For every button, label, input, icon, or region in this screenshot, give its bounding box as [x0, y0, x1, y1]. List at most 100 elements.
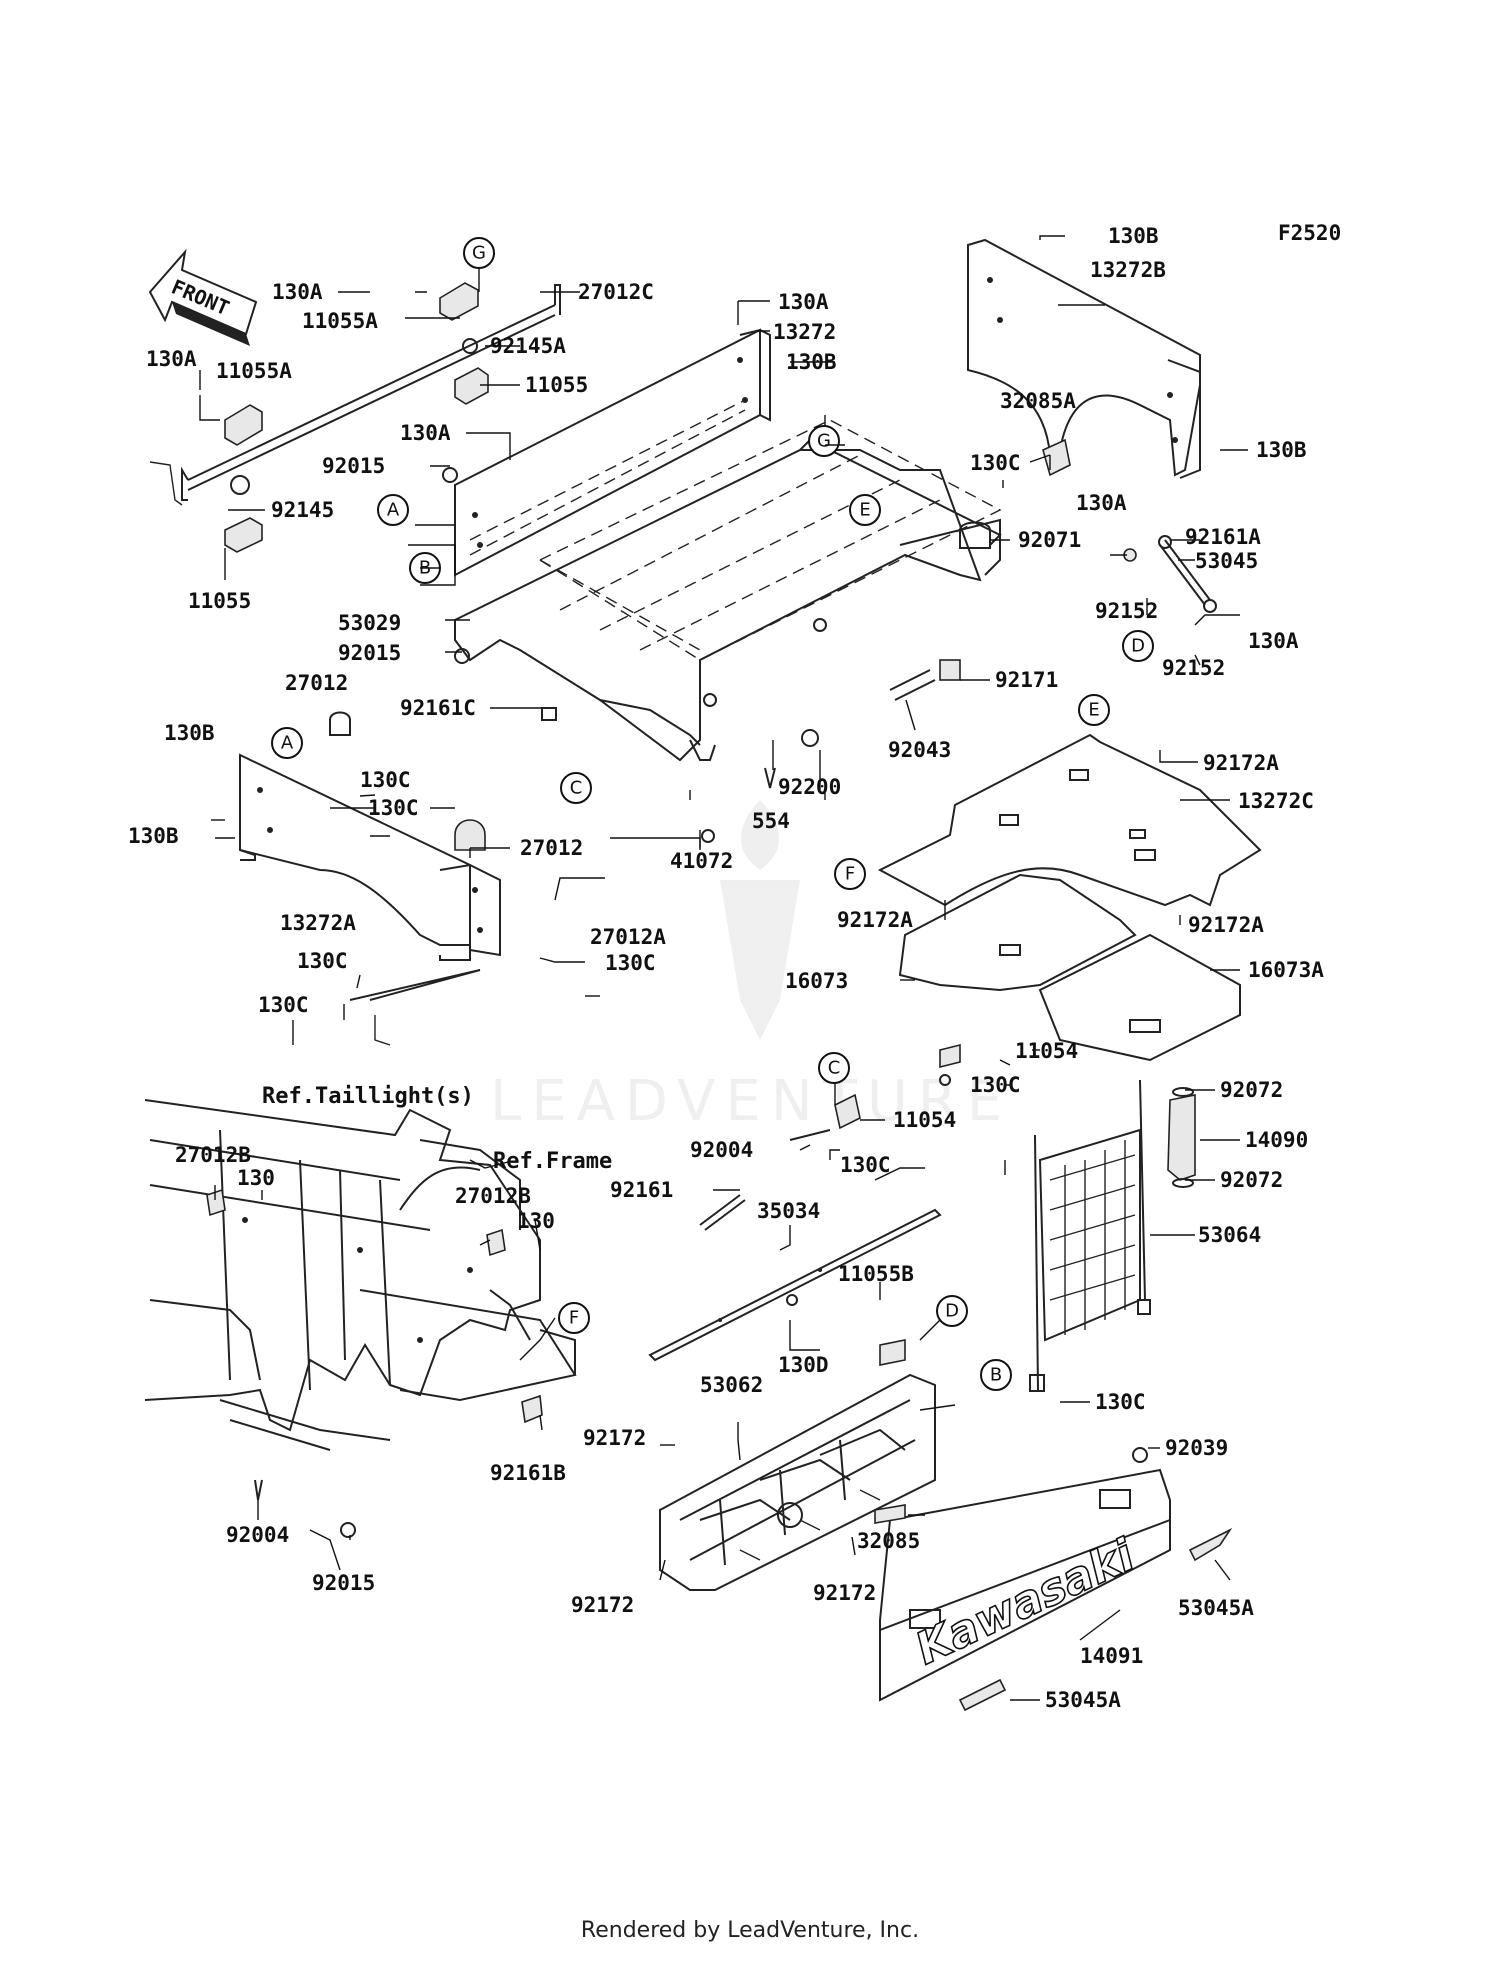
callout-d-right: D: [1122, 630, 1154, 662]
label-130A: 130A: [778, 290, 829, 314]
callout-d-lower: D: [936, 1295, 968, 1327]
svg-text:B: B: [990, 1365, 1002, 1386]
label-13272B: 13272B: [1090, 258, 1166, 282]
label-130A: 130A: [272, 280, 323, 304]
label-53045A: 53045A: [1045, 1688, 1121, 1712]
label-92004: 92004: [226, 1523, 289, 1547]
label-11055B: 11055B: [838, 1262, 914, 1286]
label-53029: 53029: [338, 611, 401, 635]
label-130C: 130C: [970, 1073, 1021, 1097]
label-130: 130: [517, 1209, 555, 1233]
callout-c-lower: C: [818, 1052, 850, 1084]
fasteners-lower: [699, 1043, 1233, 1712]
label-11054: 11054: [893, 1108, 956, 1132]
label-27012: 27012: [520, 836, 583, 860]
label-92015: 92015: [322, 454, 385, 478]
label-27012C: 27012C: [578, 280, 654, 304]
label-130B: 130B: [1256, 438, 1307, 462]
label-27012B: 27012B: [175, 1143, 251, 1167]
label-92172: 92172: [813, 1581, 876, 1605]
top-rail-35034: [648, 1208, 942, 1362]
label-130C: 130C: [360, 768, 411, 792]
label-92161: 92161: [610, 1178, 673, 1202]
label-53045A: 53045A: [1178, 1596, 1254, 1620]
svg-text:D: D: [1131, 636, 1145, 657]
label-14091: 14091: [1080, 1644, 1143, 1668]
callout-g-mid: G: [808, 425, 840, 457]
label-92145: 92145: [271, 498, 334, 522]
front-arrow-icon: FRONT: [148, 248, 258, 346]
callout-a-top: A: [377, 494, 409, 526]
label-92172A: 92172A: [837, 908, 913, 932]
label-130B: 130B: [786, 350, 837, 374]
callout-e-top: E: [849, 494, 881, 526]
callout-e-right: E: [1078, 694, 1110, 726]
label-13272A: 13272A: [280, 911, 356, 935]
label-11055A: 11055A: [302, 309, 378, 333]
callout-c-mid: C: [560, 772, 592, 804]
label-11055A: 11055A: [216, 359, 292, 383]
label-130C: 130C: [605, 951, 656, 975]
label-92171: 92171: [995, 668, 1058, 692]
label-16073: 16073: [785, 969, 848, 993]
svg-text:F: F: [569, 1308, 579, 1329]
label-92161C: 92161C: [400, 696, 476, 720]
label-11055: 11055: [525, 373, 588, 397]
label-92172A: 92172A: [1203, 751, 1279, 775]
label-92015: 92015: [312, 1571, 375, 1595]
ref-frame: Ref.Frame: [493, 1149, 612, 1174]
label-130A: 130A: [146, 347, 197, 371]
label-11054: 11054: [1015, 1039, 1078, 1063]
label-92172: 92172: [571, 1593, 634, 1617]
label-27012B: 27012B: [455, 1184, 531, 1208]
label-32085: 32085: [857, 1529, 920, 1553]
label-92145A: 92145A: [490, 334, 566, 358]
label-130: 130: [237, 1166, 275, 1190]
svg-text:G: G: [472, 243, 486, 264]
label-92015: 92015: [338, 641, 401, 665]
svg-text:A: A: [281, 733, 294, 754]
label-92039: 92039: [1165, 1436, 1228, 1460]
label-130B: 130B: [128, 824, 179, 848]
label-92004: 92004: [690, 1138, 753, 1162]
label-130A: 130A: [1076, 491, 1127, 515]
footer-credit: Rendered by LeadVenture, Inc.: [580, 1918, 920, 1943]
label-130C: 130C: [297, 949, 348, 973]
label-130B: 130B: [1108, 224, 1159, 248]
label-16073A: 16073A: [1248, 958, 1324, 982]
left-bed-side-13272A: [239, 711, 501, 1046]
label-35034: 35034: [757, 1199, 820, 1223]
watermark-logo: [720, 800, 800, 1040]
label-130C: 130C: [368, 796, 419, 820]
label-554: 554: [752, 809, 790, 833]
label-92172A: 92172A: [1188, 913, 1264, 937]
label-27012: 27012: [285, 671, 348, 695]
label-11055: 11055: [188, 589, 251, 613]
svg-text:D: D: [945, 1301, 959, 1322]
label-92043: 92043: [888, 738, 951, 762]
label-130A: 130A: [1248, 629, 1299, 653]
label-41072: 41072: [670, 849, 733, 873]
svg-text:F: F: [845, 864, 855, 885]
label-130C: 130C: [1095, 1390, 1146, 1414]
label-53064: 53064: [1198, 1223, 1261, 1247]
label-130C: 130C: [840, 1153, 891, 1177]
label-92200: 92200: [778, 775, 841, 799]
svg-text:C: C: [828, 1058, 841, 1079]
label-92071: 92071: [1018, 528, 1081, 552]
label-53045: 53045: [1195, 549, 1258, 573]
label-130A: 130A: [400, 421, 451, 445]
callout-g-top: G: [463, 237, 495, 269]
floor-mats: [877, 733, 1262, 1062]
label-130B: 130B: [164, 721, 215, 745]
svg-text:E: E: [1088, 700, 1099, 721]
figure-code: F2520: [1278, 221, 1341, 245]
label-92072: 92072: [1220, 1078, 1283, 1102]
svg-text:E: E: [859, 500, 870, 521]
label-130C: 130C: [970, 451, 1021, 475]
front-rail-assembly: [149, 282, 561, 553]
label-92161A: 92161A: [1185, 525, 1261, 549]
label-130D: 130D: [778, 1353, 829, 1377]
part-labels: 130A 11055A 27012C 92145A 11055 130A 110…: [128, 224, 1324, 1712]
